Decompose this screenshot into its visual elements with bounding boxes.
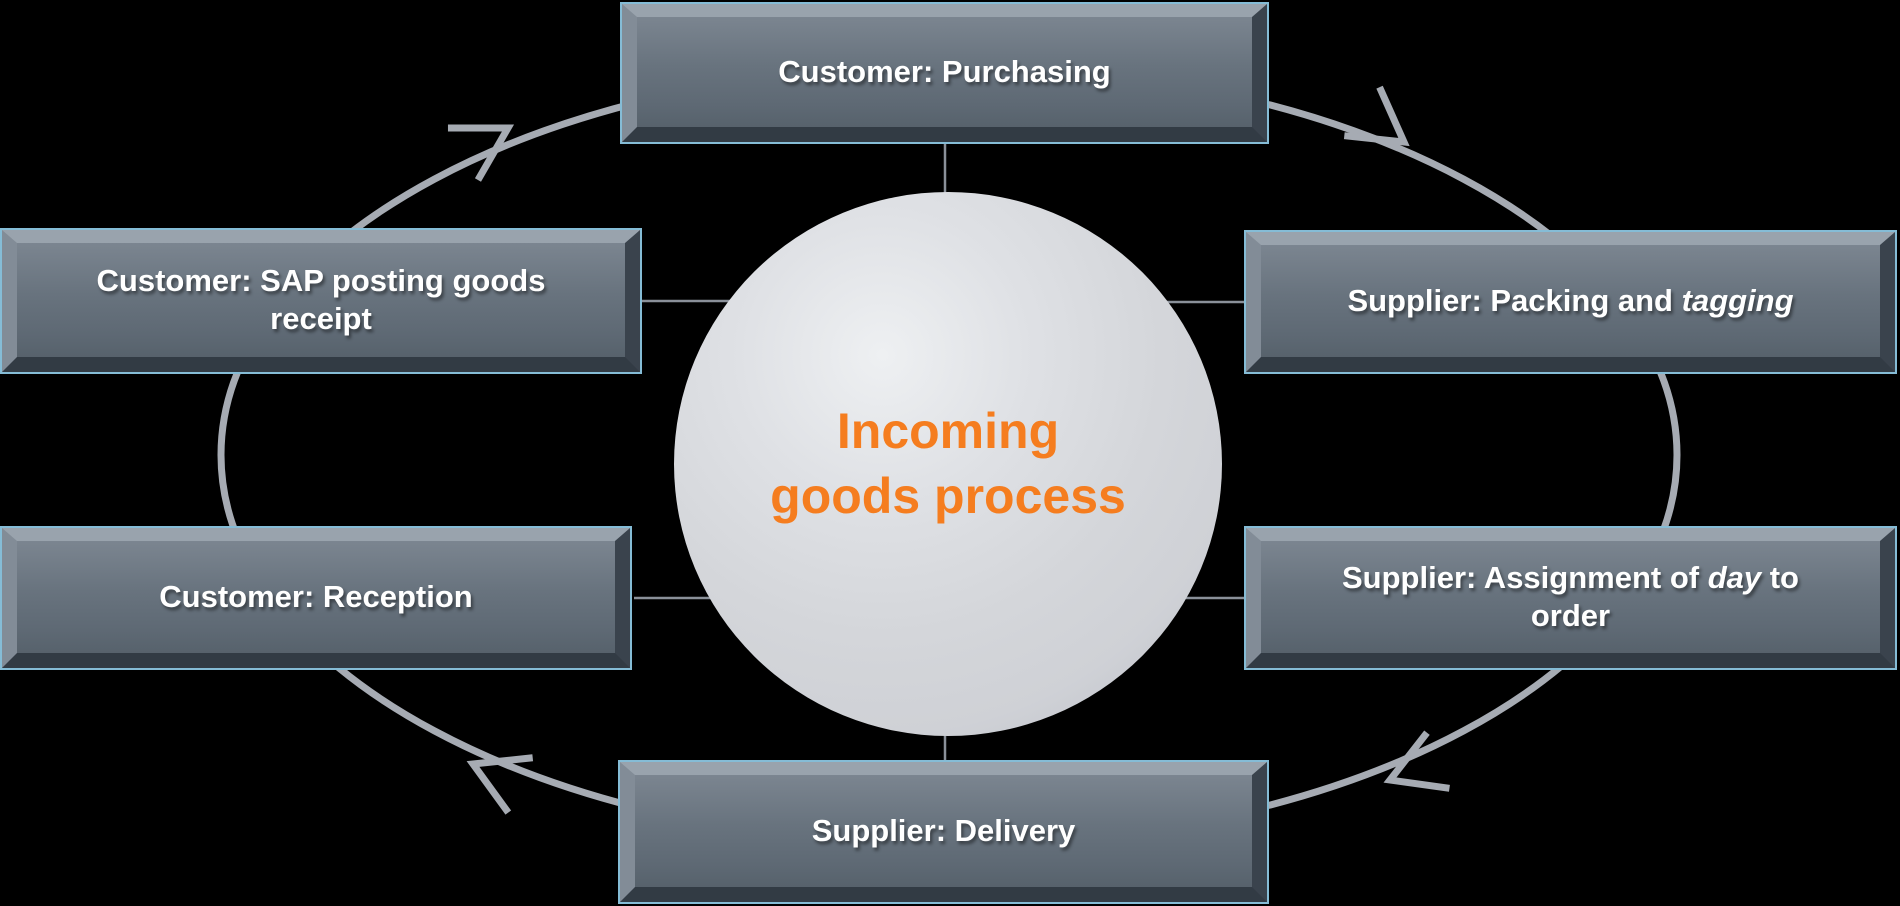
label-text-italic: tagging — [1681, 283, 1794, 319]
process-box-supplier-packing-and-tagging: Supplier: Packing and tagging — [1246, 232, 1895, 372]
process-box-label: Customer: Reception — [159, 578, 472, 616]
arrowhead-top-right-icon — [1343, 85, 1410, 147]
label-text: Supplier: Assignment of — [1342, 560, 1708, 596]
arrowhead-bottom-left-icon — [466, 754, 534, 815]
process-box-supplier-assignment-of-day-to-order: Supplier: Assignment of day to order — [1246, 528, 1895, 668]
process-box-customer-purchasing: Customer: Purchasing — [622, 4, 1267, 142]
arrowhead-top-left-icon — [447, 124, 515, 182]
label-text-italic: day — [1707, 560, 1762, 596]
center-circle: Incoming goods process — [674, 192, 1222, 736]
label-text: to — [1761, 560, 1799, 596]
process-box-supplier-delivery: Supplier: Delivery — [620, 762, 1267, 902]
label-text: receipt — [270, 301, 372, 336]
diagram-title: Incoming goods process — [770, 403, 1126, 524]
label-text: Supplier: Packing and — [1347, 283, 1682, 319]
label-text: Customer: SAP posting goods — [96, 263, 546, 299]
process-box-label: Customer: Purchasing — [778, 53, 1110, 91]
process-box-label: Customer: SAP posting goods receipt — [97, 262, 546, 338]
label-text: order — [1530, 598, 1611, 633]
process-box-customer-sap-posting-goods-receipt: Customer: SAP posting goods receipt — [2, 230, 640, 372]
process-box-label: Supplier: Packing and tagging — [1347, 282, 1793, 320]
process-box-customer-reception: Customer: Reception — [2, 528, 630, 668]
label-text: Customer: Reception — [159, 579, 473, 615]
label-text: Customer: Purchasing — [778, 54, 1111, 90]
process-box-label: Supplier: Delivery — [812, 812, 1076, 850]
process-box-label: Supplier: Assignment of day to order — [1342, 559, 1799, 635]
label-text: Supplier: Delivery — [811, 813, 1076, 849]
arrowhead-bottom-right-icon — [1383, 730, 1450, 792]
